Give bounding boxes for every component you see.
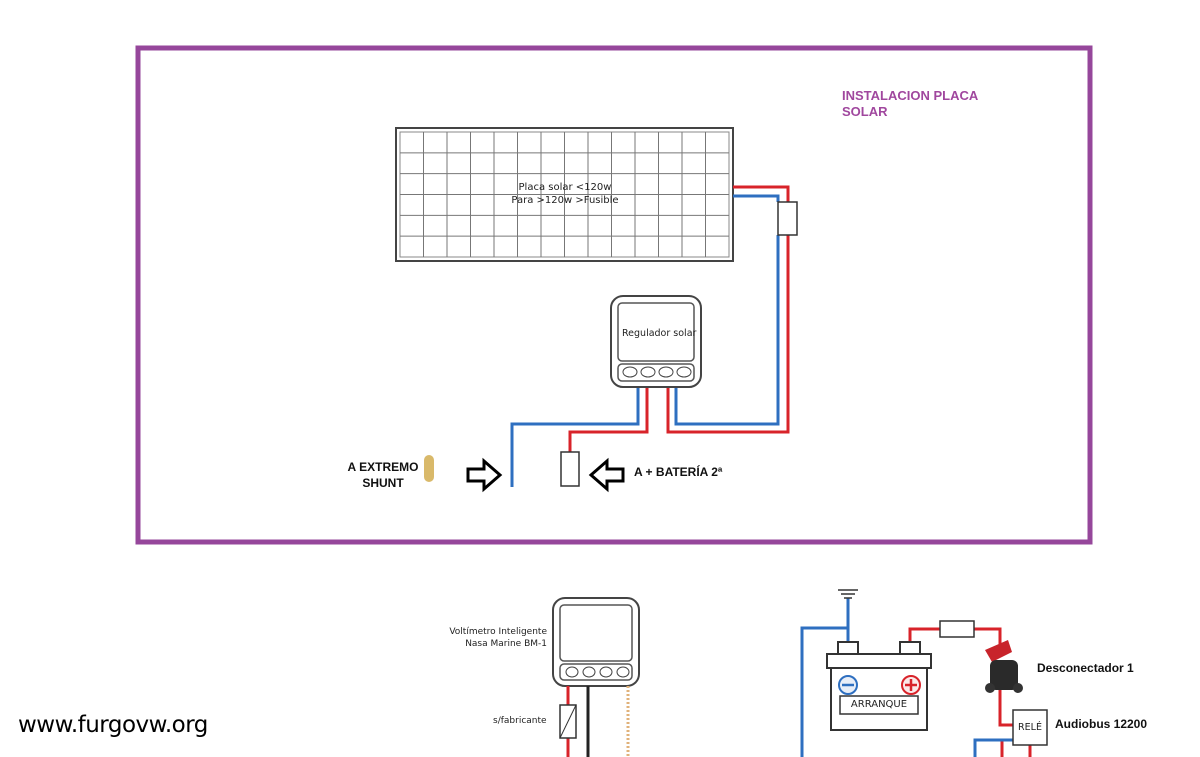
title-line-1: INSTALACION PLACA	[842, 88, 979, 103]
left-arrow-icon	[588, 457, 625, 493]
disconnector-label: Desconectador 1	[1037, 661, 1134, 675]
voltmeter	[552, 597, 640, 687]
shunt-label-line-1: A EXTREMO	[347, 460, 419, 474]
solar-panel	[395, 127, 734, 262]
voltmeter-wires	[566, 686, 630, 757]
panel-wires	[510, 185, 790, 487]
solar-regulator	[610, 295, 702, 388]
solar-panel-label-line-1: Placa solar <120w	[518, 182, 612, 193]
relay-box	[1012, 709, 1048, 746]
shunt-icon	[424, 455, 434, 482]
voltmeter-label: Voltímetro Inteligente Nasa Marine BM-1	[430, 626, 547, 650]
voltmeter-label-line-2: Nasa Marine BM-1	[465, 639, 547, 649]
relay-label: Audiobus 12200	[1055, 717, 1148, 731]
relay-box-label: RELÉ	[1018, 722, 1042, 733]
solar-panel-label: Placa solar <120w Para >120w >Fusible	[490, 181, 640, 207]
main-fuse	[939, 620, 975, 638]
panel-fuse	[777, 201, 798, 236]
diagram-title: INSTALACION PLACA SOLAR	[842, 88, 1012, 120]
battery-label: ARRANQUE	[850, 699, 908, 710]
ground-icon	[838, 589, 858, 599]
regulator-label: Regulador solar	[622, 328, 697, 339]
battery-wires	[800, 598, 1032, 757]
site-watermark: www.furgovw.org	[18, 712, 208, 738]
solar-panel-label-line-2: Para >120w >Fusible	[511, 195, 619, 206]
title-line-2: SOLAR	[842, 104, 888, 119]
shunt-label: A EXTREMO SHUNT	[340, 459, 426, 491]
disconnector-switch-icon	[985, 640, 1023, 693]
battery2-label: A + BATERÍA 2ª	[634, 465, 723, 479]
voltmeter-label-line-1: Voltímetro Inteligente	[449, 627, 547, 637]
shunt-label-line-2: SHUNT	[362, 476, 404, 490]
right-arrow-icon	[466, 457, 503, 493]
voltmeter-fuse-note: s/fabricante	[493, 716, 547, 726]
section-frame	[135, 45, 1093, 545]
battery-fuse	[560, 451, 580, 487]
